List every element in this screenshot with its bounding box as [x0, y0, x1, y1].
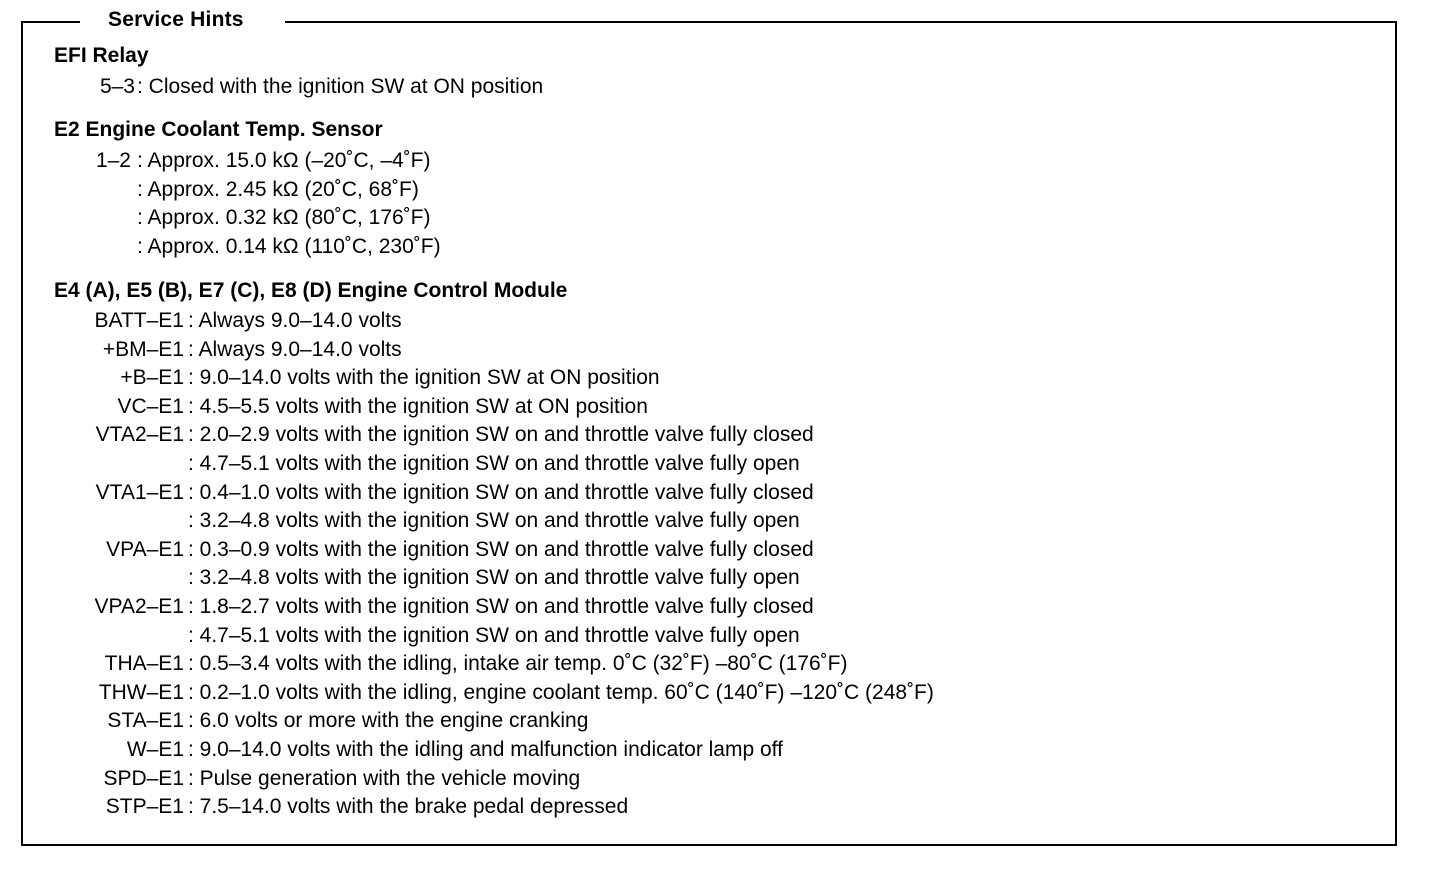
ecm-row-desc: : 4.7–5.1 volts with the ignition SW on …	[188, 452, 800, 475]
service-hints-frame	[21, 21, 1397, 846]
service-hints-title: Service Hints	[98, 6, 254, 34]
ecm-row-term: VTA1–E1	[95, 480, 184, 504]
ecm-row-desc: : 6.0 volts or more with the engine cran…	[188, 709, 589, 733]
ecm-row-term: VTA2–E1	[95, 423, 184, 447]
ecm-row-term: +B–E1	[120, 366, 184, 390]
ecm-row-desc: : 3.2–4.8 volts with the ignition SW on …	[188, 509, 800, 533]
ecm-row-term: THW–E1	[98, 680, 184, 704]
ecm-row-desc: : 4.7–5.1 volts with the ignition SW on …	[188, 623, 800, 647]
ecm-row-term: VPA2–E1	[94, 595, 184, 618]
ecm-row-desc: : 0.5–3.4 volts with the idling, intake …	[188, 652, 848, 676]
ecm-title: E4 (A), E5 (B), E7 (C), E8 (D) Engine Co…	[54, 279, 568, 302]
ecm-row-term: VC–E1	[117, 394, 184, 418]
ecm-row-desc: : 4.5–5.5 volts with the ignition SW at …	[188, 394, 648, 418]
ecm-row-term: STP–E1	[105, 795, 184, 819]
ecm-row-desc: : 7.5–14.0 volts with the brake pedal de…	[188, 795, 629, 819]
coolant-sensor-title: E2 Engine Coolant Temp. Sensor	[54, 118, 383, 141]
ecm-row-term: THA–E1	[104, 652, 184, 676]
ecm-row-desc: : 9.0–14.0 volts with the idling and mal…	[188, 738, 783, 761]
efi-relay-title: EFI Relay	[54, 44, 149, 67]
ecm-row-desc: : 9.0–14.0 volts with the ignition SW at…	[188, 366, 660, 390]
ecm-row-desc: : 3.2–4.8 volts with the ignition SW on …	[188, 566, 800, 590]
efi-relay-term: 5–3	[99, 75, 135, 98]
ecm-row-desc: : 0.2–1.0 volts with the idling, engine …	[188, 680, 934, 704]
coolant-row-desc: : Approx. 2.45 kΩ (20˚C, 68˚F)	[137, 177, 419, 201]
ecm-row-desc: : 0.4–1.0 volts with the ignition SW on …	[188, 480, 814, 504]
ecm-row-term: SPD–E1	[103, 766, 184, 790]
efi-relay-desc: : Closed with the ignition SW at ON posi…	[137, 75, 544, 98]
ecm-row-desc: : 2.0–2.9 volts with the ignition SW on …	[188, 423, 814, 447]
coolant-row-desc: : Approx. 15.0 kΩ (–20˚C, –4˚F)	[137, 149, 431, 172]
coolant-row-desc: : Approx. 0.14 kΩ (110˚C, 230˚F)	[137, 234, 441, 258]
ecm-row-desc: : Always 9.0–14.0 volts	[188, 337, 402, 361]
ecm-row-desc: : 1.8–2.7 volts with the ignition SW on …	[188, 595, 814, 618]
coolant-row-desc: : Approx. 0.32 kΩ (80˚C, 176˚F)	[137, 206, 431, 229]
ecm-row-term: VPA–E1	[106, 537, 184, 561]
ecm-row-desc: : 0.3–0.9 volts with the ignition SW on …	[188, 537, 814, 561]
coolant-row-term: 1–2	[95, 149, 131, 172]
ecm-row-term: +BM–E1	[102, 337, 184, 361]
ecm-row-desc: : Pulse generation with the vehicle movi…	[188, 766, 581, 790]
ecm-row-desc: : Always 9.0–14.0 volts	[188, 309, 402, 332]
ecm-row-term: STA–E1	[107, 709, 184, 733]
ecm-row-term: BATT–E1	[94, 309, 184, 332]
ecm-row-term: W–E1	[126, 738, 184, 761]
